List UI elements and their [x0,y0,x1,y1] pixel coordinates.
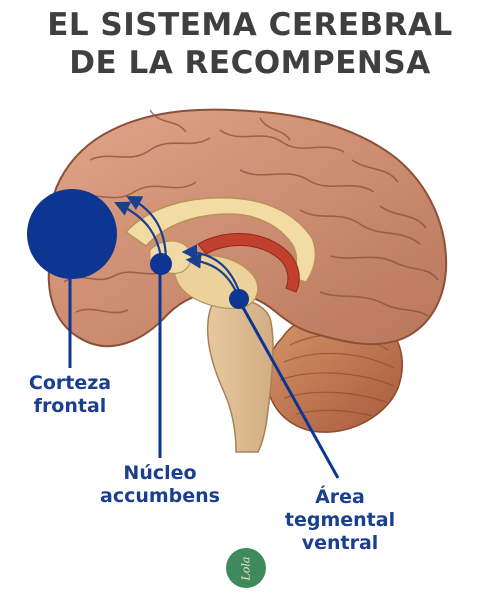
lola-logo-text: Lola [239,555,253,581]
lola-logo: Lola [226,548,266,588]
lateral-ventricle [197,233,300,293]
label-nucleus-accumbens-line-2: accumbens [100,485,220,507]
page-title: EL SISTEMA CEREBRAL DE LA RECOMPENSA [0,6,500,82]
corpus-callosum [124,197,317,283]
label-frontal-cortex-line-2: frontal [33,395,107,417]
frontal-cortex-marker [27,189,117,279]
label-vta-line-2: tegmental [284,509,396,531]
label-vta-line-3: ventral [301,532,379,554]
brain-gyri [63,109,439,317]
vta-marker [229,289,249,309]
title-line-2: DE LA RECOMPENSA [69,45,431,81]
label-vta-line-1: Área [315,486,365,508]
label-nucleus-accumbens-line-1: Núcleo [123,462,197,484]
leader-line-vta [238,301,340,479]
nucleus-accumbens-marker [150,253,172,275]
cerebellum-folds [279,334,395,417]
cerebrum [47,108,448,348]
label-frontal-cortex: Corteza frontal [12,372,128,418]
title-line-1: EL SISTEMA CEREBRAL [47,7,453,43]
label-frontal-cortex-line-1: Corteza [28,372,112,394]
brain-stem [206,297,274,453]
label-vta: Área tegmental ventral [274,486,406,555]
label-nucleus-accumbens: Núcleo accumbens [92,462,228,508]
